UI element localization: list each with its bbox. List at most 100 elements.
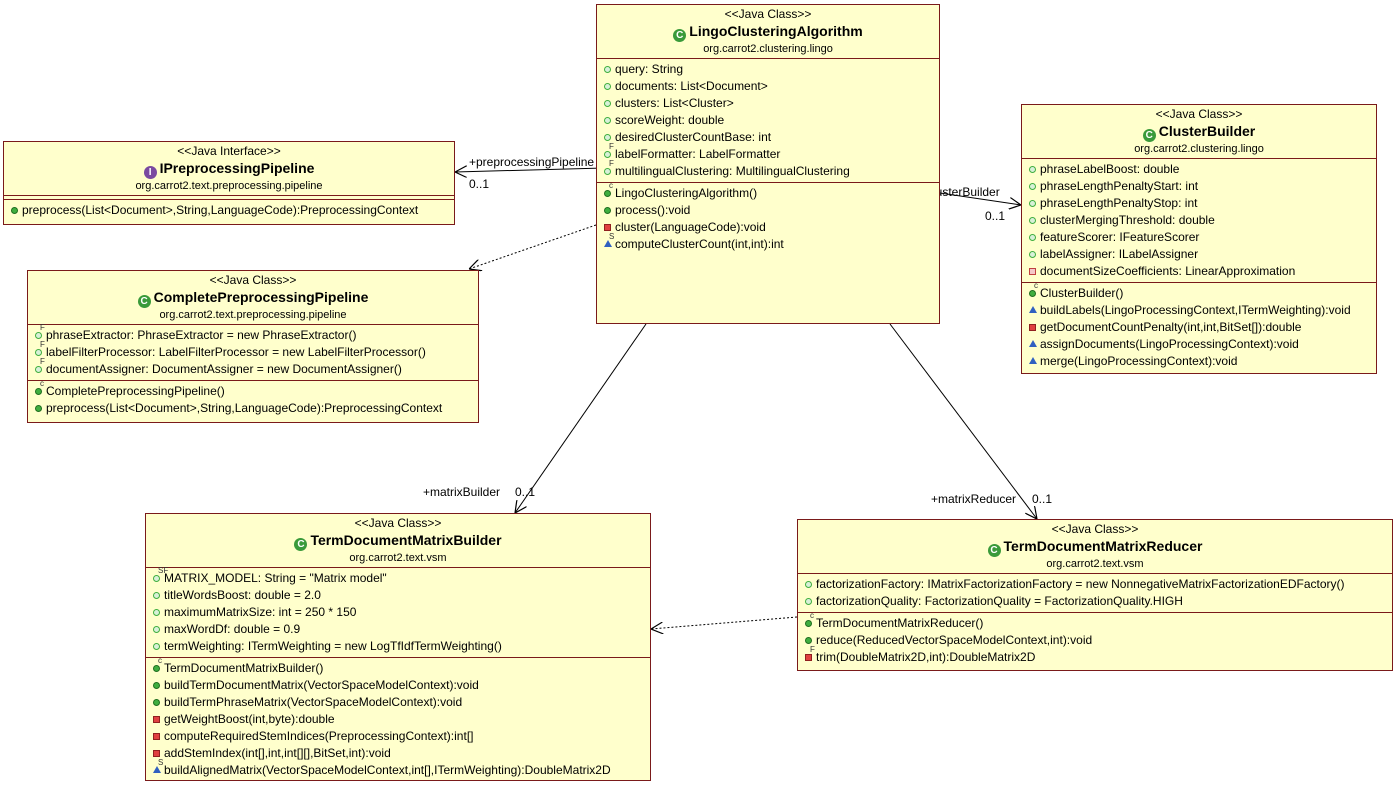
public-method-icon [35, 405, 42, 412]
class-icon: C [137, 295, 151, 308]
public-method-icon [11, 207, 18, 214]
class-icon: C [673, 29, 687, 42]
public-method-icon [805, 637, 812, 644]
attribute-row[interactable]: clusterMergingThreshold: double [1028, 212, 1376, 229]
attribute-row[interactable]: phraseLabelBoost: double [1028, 161, 1376, 178]
method-row[interactable]: getWeightBoost(int,byte):double [152, 711, 650, 728]
method-row[interactable]: addStemIndex(int[],int,int[][],BitSet,in… [152, 745, 650, 762]
constructor-icon [604, 190, 611, 197]
public-field-icon [604, 66, 611, 73]
public-field-icon [604, 83, 611, 90]
public-field-icon [153, 609, 160, 616]
public-field-icon [1029, 200, 1036, 207]
attribute-row[interactable]: scoreWeight: double [603, 112, 939, 129]
public-method-icon [153, 682, 160, 689]
method-row[interactable]: assignDocuments(LingoProcessingContext):… [1028, 336, 1376, 353]
interface-icon: I [143, 166, 157, 179]
attribute-row[interactable]: desiredClusterCountBase: int [603, 129, 939, 146]
class-name: CompletePreprocessingPipeline [153, 289, 369, 305]
attribute-row[interactable]: featureScorer: IFeatureScorer [1028, 229, 1376, 246]
class-stereotype: <<Java Class>> [1051, 522, 1139, 536]
public-field-icon [604, 100, 611, 107]
class-icon: C [1142, 129, 1156, 142]
attribute-row[interactable]: factorizationQuality: FactorizationQuali… [804, 593, 1392, 610]
class-name: IPreprocessingPipeline [159, 160, 315, 176]
package-static-method-icon [153, 766, 161, 773]
attribute-row[interactable]: titleWordsBoost: double = 2.0 [152, 587, 650, 604]
class-name: TermDocumentMatrixBuilder [310, 532, 502, 548]
method-row[interactable]: preprocess(List<Document>,String,Languag… [34, 400, 478, 417]
reducer-role-label: +matrixReducer [931, 492, 1017, 506]
public-field-icon [153, 626, 160, 633]
public-field-icon [1029, 217, 1036, 224]
method-row[interactable]: process():void [603, 202, 939, 219]
final-modifier: F [810, 645, 815, 654]
class-stereotype: <<Java Class>> [1155, 107, 1243, 121]
method-row[interactable]: getDocumentCountPenalty(int,int,BitSet[]… [1028, 319, 1376, 336]
attribute-row[interactable]: documentSizeCoefficients: LinearApproxim… [1028, 263, 1376, 280]
method-row[interactable]: merge(LingoProcessingContext):void [1028, 353, 1376, 370]
attribute-row[interactable]: clusters: List<Cluster> [603, 95, 939, 112]
class-name: ClusterBuilder [1158, 123, 1256, 139]
preprocessing-role-label: +preprocessingPipeline [469, 155, 595, 169]
public-field-icon [1029, 234, 1036, 241]
method-row[interactable]: buildTermPhraseMatrix(VectorSpaceModelCo… [152, 694, 650, 711]
class-name: LingoClusteringAlgorithm [689, 23, 863, 39]
attribute-row[interactable]: phraseLengthPenaltyStop: int [1028, 195, 1376, 212]
public-field-icon [153, 592, 160, 599]
method-row[interactable]: preprocess(List<Document>,String,Languag… [10, 202, 454, 219]
public-field-icon [805, 598, 812, 605]
attribute-row[interactable]: maxWordDf: double = 0.9 [152, 621, 650, 638]
public-final-field-icon [35, 332, 42, 339]
public-final-field-icon [35, 366, 42, 373]
method-row[interactable]: buildTermDocumentMatrix(VectorSpaceModel… [152, 677, 650, 694]
preprocessing-association-line [455, 168, 605, 172]
attributes-section: factorizationFactory: IMatrixFactorizati… [798, 574, 1392, 613]
attribute-row[interactable]: query: String [603, 61, 939, 78]
cluster-multiplicity-label: 0..1 [985, 209, 1006, 223]
public-method-icon [153, 699, 160, 706]
static-final-field-icon [153, 575, 160, 582]
method-row[interactable]: reduce(ReducedVectorSpaceModelContext,in… [804, 632, 1392, 649]
attribute-row[interactable]: phraseLengthPenaltyStart: int [1028, 178, 1376, 195]
method-row[interactable]: cluster(LanguageCode):void [603, 219, 939, 236]
attribute-row[interactable]: documents: List<Document> [603, 78, 939, 95]
attribute-row[interactable]: termWeighting: ITermWeighting = new LogT… [152, 638, 650, 655]
empty-attributes-section [4, 196, 454, 200]
method-row[interactable]: buildLabels(LingoProcessingContext,ITerm… [1028, 302, 1376, 319]
public-field-icon [604, 117, 611, 124]
attribute-row[interactable]: factorizationFactory: IMatrixFactorizati… [804, 576, 1392, 593]
private-method-icon [153, 733, 160, 740]
method-row[interactable]: computeRequiredStemIndices(Preprocessing… [152, 728, 650, 745]
attribute-row[interactable]: labelAssigner: ILabelAssigner [1028, 246, 1376, 263]
public-field-icon [1029, 251, 1036, 258]
clusterbuilder-association-line [939, 192, 1021, 205]
attribute-row[interactable]: maximumMatrixSize: int = 250 * 150 [152, 604, 650, 621]
